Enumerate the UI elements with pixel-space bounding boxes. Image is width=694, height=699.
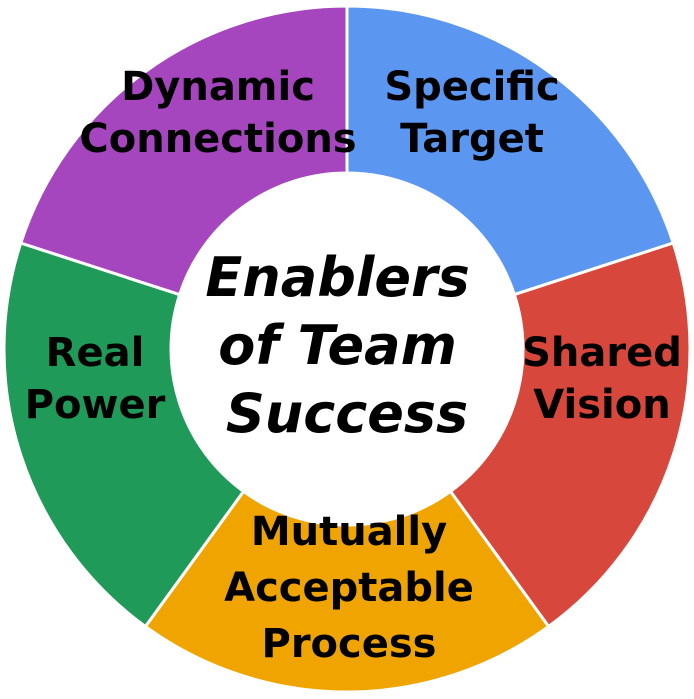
center-title-line-3: Success	[226, 382, 468, 445]
segment-label-line: Process	[262, 621, 437, 667]
segment-label-line: Target	[400, 116, 544, 162]
segment-label-line: Specific	[384, 64, 559, 110]
center-title-line-1: Enablers	[205, 246, 469, 309]
segment-label-line: Power	[25, 382, 166, 428]
segment-label-line: Shared	[522, 330, 682, 376]
segment-label-line: Acceptable	[224, 565, 474, 611]
segment-label-line: Real	[46, 330, 145, 376]
segment-label-line: Vision	[533, 382, 670, 428]
segment-label-line: Dynamic	[121, 64, 315, 110]
center-title: Enablers of Team Success	[205, 246, 488, 445]
segment-label-line: Connections	[79, 116, 356, 162]
segment-label-line: Mutually	[251, 509, 447, 555]
center-title-line-2: of Team	[218, 314, 457, 377]
center-circle	[171, 173, 523, 525]
